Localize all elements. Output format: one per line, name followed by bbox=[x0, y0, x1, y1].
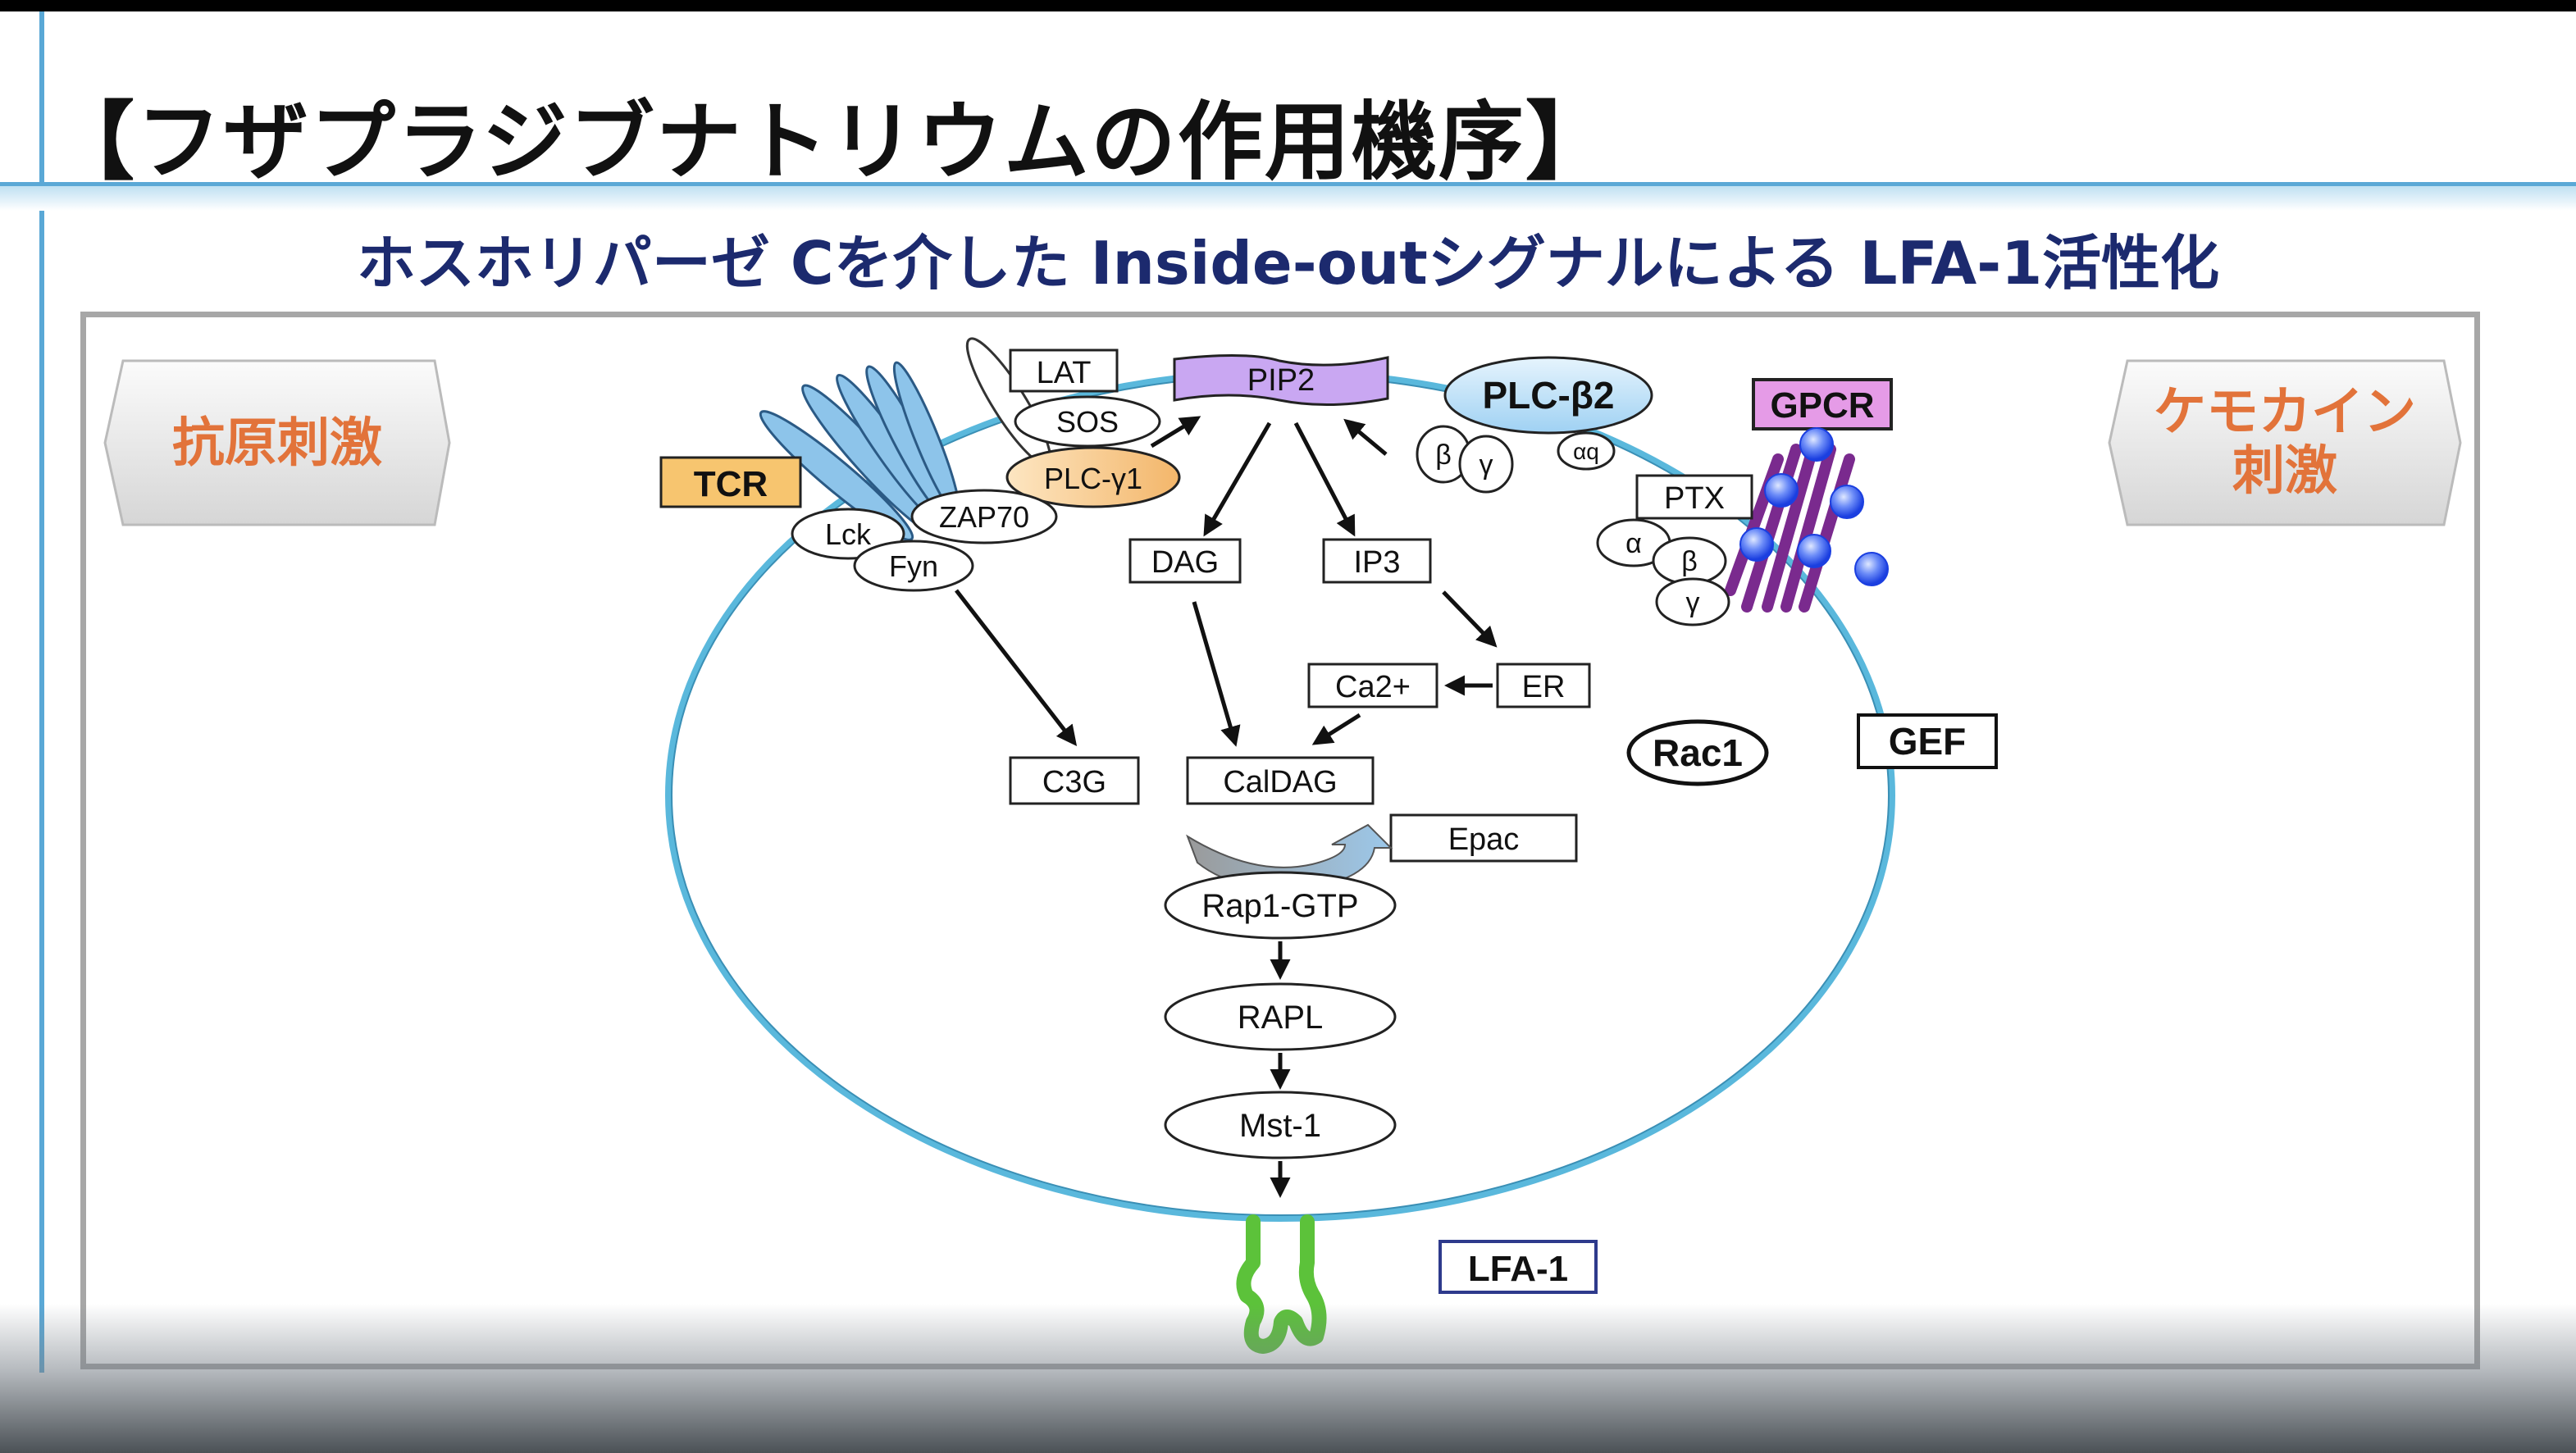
g-gamma-bottom-label: γ bbox=[1686, 587, 1700, 618]
tcr-label: TCR bbox=[694, 464, 768, 504]
zap70-node bbox=[910, 489, 1058, 544]
slide-title: 【フザプラジブナトリウムの作用機序】 bbox=[49, 92, 1612, 192]
sos-label: SOS bbox=[1056, 405, 1119, 439]
caldag-box bbox=[1186, 756, 1375, 805]
left-accent-line bbox=[39, 11, 44, 1373]
chemokine-stimulus-label-line2: 刺激 bbox=[2232, 441, 2337, 500]
gpcr-coil-icon bbox=[1725, 444, 1855, 613]
slide-subtitle: ホスホリパーゼ Cを介した Inside-outシグナルによる LFA-1活性化 bbox=[356, 229, 2220, 298]
tcr-box bbox=[659, 456, 802, 508]
title-divider bbox=[0, 182, 2576, 186]
rap1-gtp-label: Rap1-GTP bbox=[1201, 888, 1358, 924]
er-label: ER bbox=[1522, 670, 1566, 704]
er-box bbox=[1496, 663, 1591, 708]
c3g-label: C3G bbox=[1042, 765, 1106, 799]
rac1-node bbox=[1626, 719, 1769, 786]
g-gamma-top-label: γ bbox=[1479, 449, 1493, 481]
fyn-label: Fyn bbox=[889, 549, 938, 583]
chemokine-ligand-dots bbox=[1739, 427, 1889, 586]
g-alpha-q-node bbox=[1557, 431, 1616, 471]
dag-box bbox=[1128, 538, 1242, 584]
plc-beta2-node bbox=[1443, 356, 1653, 435]
c3g-box bbox=[1009, 756, 1140, 805]
caldag-label: CalDAG bbox=[1223, 765, 1337, 799]
rac1-label: Rac1 bbox=[1653, 731, 1743, 774]
tcr-receptor-icon bbox=[759, 361, 961, 541]
chemokine-stimulus-badge: ケモカイン 刺激 bbox=[2108, 359, 2462, 526]
mst1-label: Mst-1 bbox=[1239, 1108, 1321, 1144]
plc-gamma1-node bbox=[1005, 446, 1181, 508]
gef-box bbox=[1857, 713, 1998, 769]
top-bar bbox=[0, 0, 2576, 11]
plc-beta2-label: PLC-β2 bbox=[1483, 374, 1615, 417]
bottom-fade bbox=[0, 1304, 2576, 1453]
ca2-box bbox=[1307, 663, 1438, 708]
lck-label: Lck bbox=[825, 517, 872, 551]
g-beta-top-label: β bbox=[1435, 440, 1452, 471]
title-divider-glow bbox=[0, 186, 2576, 211]
chemokine-stimulus-label-line1: ケモカイン bbox=[2154, 382, 2416, 441]
g-alpha-q-label: αq bbox=[1573, 439, 1599, 464]
lat-box bbox=[1009, 348, 1119, 393]
antigen-stimulus-badge: 抗原刺激 bbox=[103, 359, 451, 526]
g-gamma-bottom-node bbox=[1655, 577, 1730, 626]
lfa1-label: LFA-1 bbox=[1468, 1249, 1568, 1289]
epac-label: Epac bbox=[1448, 822, 1520, 857]
g-beta-bottom-label: β bbox=[1681, 546, 1698, 577]
gpcr-label: GPCR bbox=[1770, 385, 1874, 426]
g-gamma-top-node bbox=[1458, 435, 1514, 494]
lat-label: LAT bbox=[1037, 356, 1092, 390]
rapl-node bbox=[1164, 982, 1397, 1051]
gef-label: GEF bbox=[1889, 720, 1967, 763]
sos-node bbox=[1014, 395, 1161, 448]
rap1-gtp-node bbox=[1164, 871, 1397, 940]
plc-gamma1-label: PLC-γ1 bbox=[1044, 462, 1142, 495]
ip3-box bbox=[1322, 538, 1432, 584]
ip3-label: IP3 bbox=[1353, 545, 1400, 580]
mst1-node bbox=[1164, 1091, 1397, 1159]
dag-label: DAG bbox=[1151, 545, 1219, 580]
zap70-label: ZAP70 bbox=[939, 500, 1029, 534]
antigen-stimulus-label: 抗原刺激 bbox=[172, 413, 382, 472]
ptx-box bbox=[1635, 474, 1753, 520]
g-alpha-label: α bbox=[1625, 528, 1642, 559]
ca2-label: Ca2+ bbox=[1335, 670, 1411, 704]
pip2-node bbox=[1173, 353, 1389, 406]
pathway-arrows bbox=[955, 416, 1498, 1198]
lfa1-box bbox=[1438, 1240, 1598, 1294]
fyn-node bbox=[853, 540, 974, 592]
ptx-label: PTX bbox=[1664, 481, 1725, 516]
epac-box bbox=[1389, 813, 1578, 863]
pip2-label: PIP2 bbox=[1247, 363, 1315, 398]
gpcr-box bbox=[1752, 378, 1893, 430]
rapl-label: RAPL bbox=[1238, 1000, 1324, 1036]
